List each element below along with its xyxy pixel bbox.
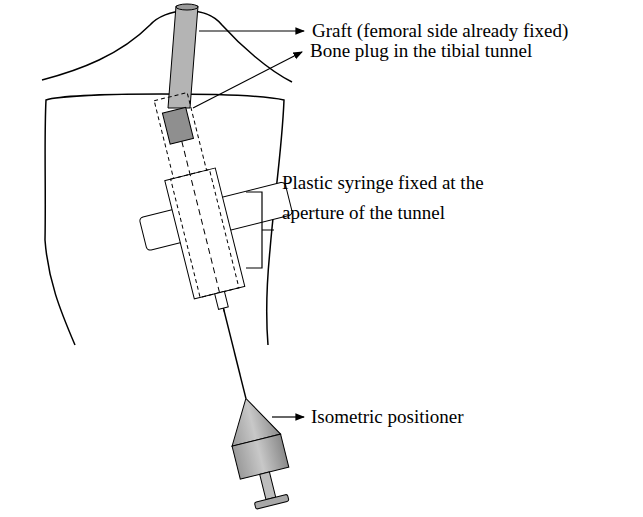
graft-end bbox=[176, 4, 198, 10]
axis-line bbox=[182, 141, 225, 312]
positioner-plunger bbox=[260, 472, 276, 500]
syringe-nozzle bbox=[215, 291, 229, 309]
positioner-body bbox=[232, 434, 289, 479]
leader-arrow bbox=[272, 416, 304, 417]
wire bbox=[223, 308, 245, 398]
part-label: Plastic syringe fixed at the aperture of… bbox=[282, 168, 532, 228]
part-label: Bone plug in the tibial tunnel bbox=[310, 36, 630, 66]
tibia-outline bbox=[45, 240, 75, 345]
plunger-disk bbox=[254, 494, 289, 509]
femur-outline bbox=[42, 11, 292, 82]
leader-arrow bbox=[193, 52, 302, 108]
bone-plug bbox=[162, 107, 193, 144]
part-label: Isometric positioner bbox=[311, 402, 611, 432]
leader-arrow bbox=[199, 30, 304, 31]
graft bbox=[168, 6, 198, 108]
bracket bbox=[246, 192, 274, 268]
